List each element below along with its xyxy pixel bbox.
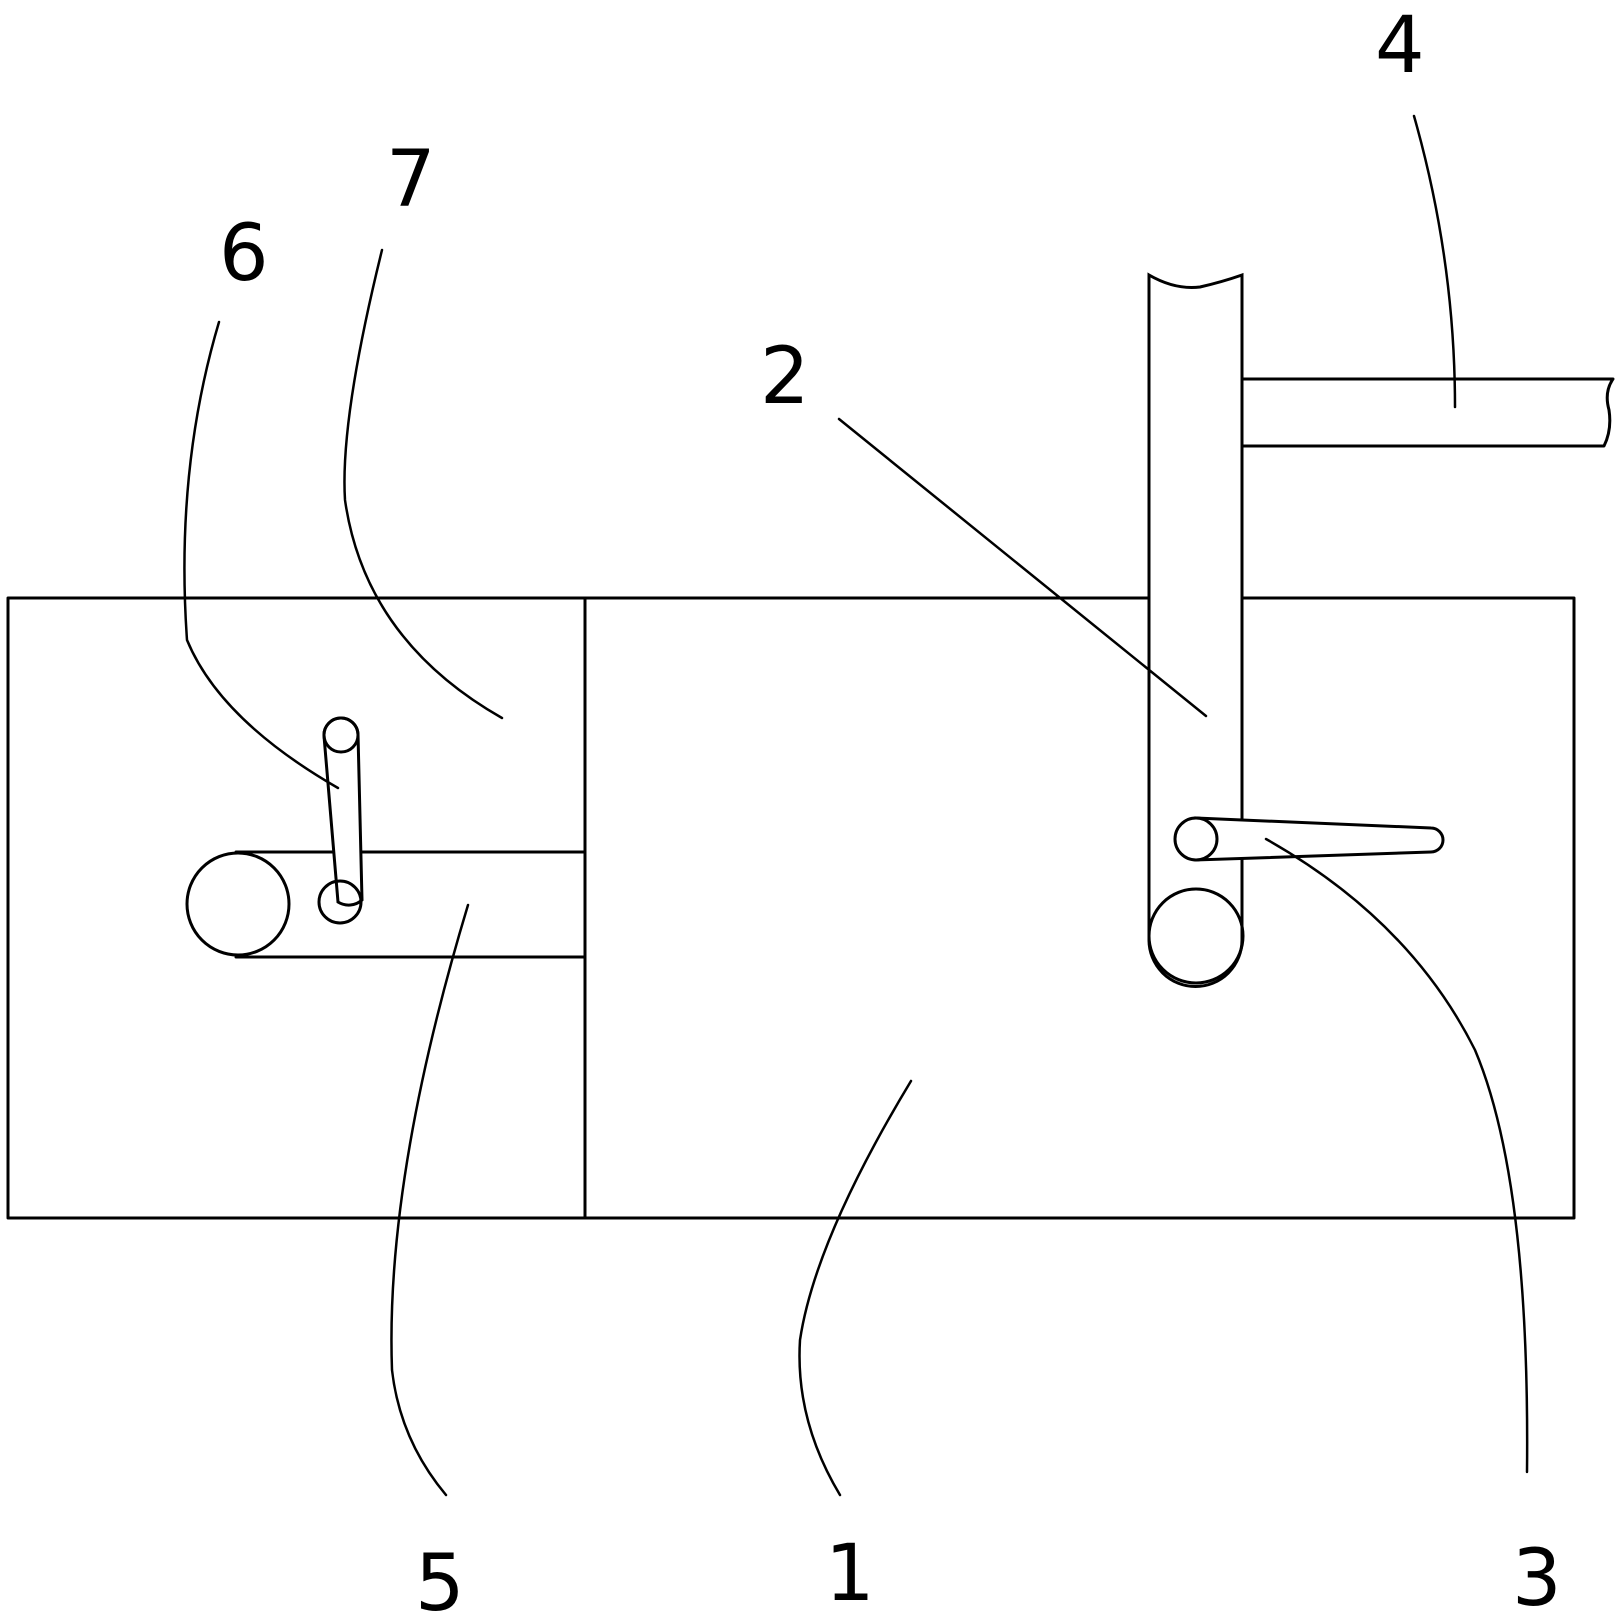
leader-5 — [390, 903, 470, 1497]
label-3: 3 — [1512, 1534, 1562, 1616]
leader-lines — [183, 114, 1529, 1497]
horizontal-bar — [1240, 377, 1615, 448]
base-body — [6, 596, 1576, 1220]
leader-3 — [1264, 837, 1529, 1474]
label-2: 2 — [760, 332, 810, 422]
label-4: 4 — [1375, 1, 1425, 91]
small-pin — [317, 716, 364, 925]
leader-2 — [837, 417, 1208, 718]
label-1: 1 — [825, 1529, 875, 1616]
label-5: 5 — [415, 1539, 465, 1616]
label-6: 6 — [219, 209, 269, 299]
reference-numerals: 1 2 3 4 5 6 7 — [219, 1, 1562, 1616]
inner-slide — [185, 850, 587, 959]
leader-4 — [1412, 114, 1457, 409]
vertical-post — [1147, 272, 1245, 988]
leader-6 — [183, 320, 340, 790]
leader-7 — [343, 248, 504, 720]
leader-1 — [798, 1079, 913, 1497]
lever-arm — [1173, 816, 1445, 862]
label-7: 7 — [386, 135, 436, 225]
